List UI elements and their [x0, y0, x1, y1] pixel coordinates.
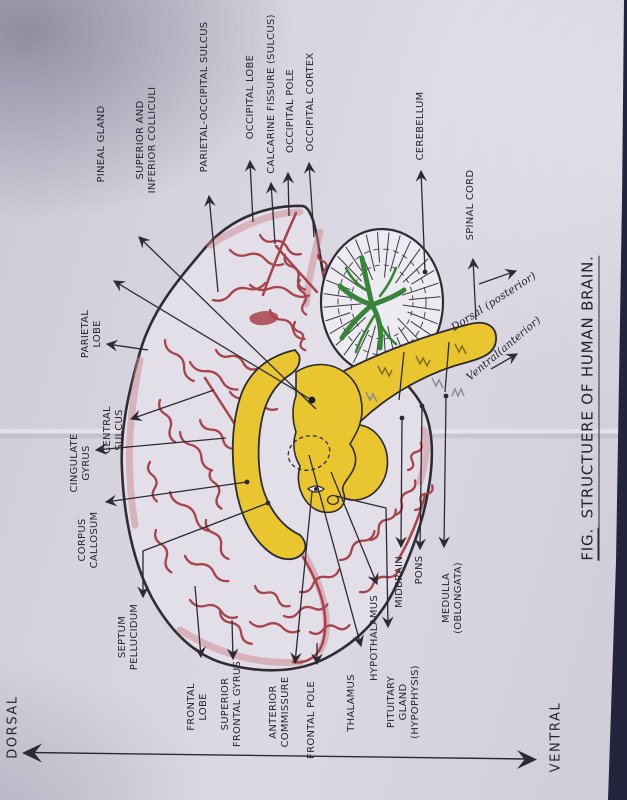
leader-parietal-occipital-sulcus — [204, 194, 219, 293]
label-frontal-pole: FRONTAL POLE — [306, 681, 317, 759]
pineal-dot — [308, 396, 316, 404]
leader-occipital-pole — [282, 171, 295, 217]
leader-lines — [94, 159, 519, 666]
figure-title: FIG. STRUCTUERE OF HUMAN BRAIN. — [578, 255, 600, 561]
leader-calcarine-fissure — [265, 181, 278, 245]
leader-ventral-anterior-note — [490, 353, 519, 370]
label-parietal-occipital-sulcus: PARIETAL-OCCIPITAL SULCUS — [199, 21, 210, 173]
leader-pineal-gland — [112, 280, 311, 400]
leader-anterior-commissure — [290, 491, 313, 665]
calcarine-fissure-line — [274, 244, 319, 294]
label-occipital-lobe: OCCIPITAL LOBE — [245, 54, 256, 140]
label-pons: PONS — [414, 555, 425, 585]
yellow-structures — [231, 321, 497, 561]
leader-superior-inferior-colliculi — [138, 236, 317, 410]
leader-midbrain — [395, 417, 407, 549]
temporal-red-outline — [291, 555, 327, 664]
leader-pituitary-gland — [335, 495, 394, 629]
leader-pons — [414, 405, 426, 551]
leader-frontal-lobe — [194, 585, 206, 659]
corpus-callosum-band — [231, 349, 307, 561]
leader-spinal-cord — [467, 257, 480, 321]
label-pineal-gland: PINEAL GLAND — [96, 105, 107, 183]
leader-septum-pellucidum — [137, 502, 269, 599]
figure-title-prefix: FIG. — [578, 528, 599, 561]
label-spinal-cord: SPINAL CORD — [465, 169, 476, 241]
cerebellum-drawing — [319, 227, 445, 378]
leader-cingulate-gyrus — [94, 437, 227, 455]
leader-occipital-lobe — [244, 159, 257, 223]
label-midbrain: MIDBRAIN — [394, 556, 405, 608]
label-hypothalamus: HYPOTHALAMUS — [369, 595, 380, 681]
label-thalamus: THALAMUS — [346, 674, 357, 732]
ventral-axis-label: VENTRAL — [548, 701, 564, 773]
parieto-occipital-sulcus-line — [261, 211, 298, 297]
label-occipital-cortex: OCCIPITAL CORTEX — [305, 52, 316, 152]
label-cerebellum: CEREBELLUM — [415, 91, 426, 161]
leader-dorsal-posterior-note — [478, 268, 518, 285]
figure-title-text: STRUCTUERE OF HUMAN BRAIN. — [578, 255, 597, 519]
leader-medulla-oblongata — [438, 395, 450, 549]
pituitary-blob — [326, 494, 340, 506]
label-medulla-oblongata: MEDULLA(OBLONGATA) — [441, 562, 464, 634]
label-occipital-pole: OCCIPITAL POLE — [285, 69, 296, 153]
leader-superior-frontal-gyrus — [226, 619, 239, 661]
label-calcarine-fissure: CALCARINE FISSURE (SULCUS) — [266, 14, 277, 174]
leader-occipital-cortex — [303, 161, 316, 238]
leader-corpus-callosum — [104, 481, 248, 507]
dorsal-ventral-axis-arrow — [22, 743, 537, 769]
leader-parietal-lobe — [105, 339, 149, 352]
leader-cerebellum — [415, 169, 428, 273]
leader-thalamus — [308, 454, 364, 648]
leader-central-sulcus — [129, 389, 215, 422]
dorsal-axis-label: DORSAL — [5, 695, 21, 759]
leader-hypothalamus — [330, 471, 379, 586]
